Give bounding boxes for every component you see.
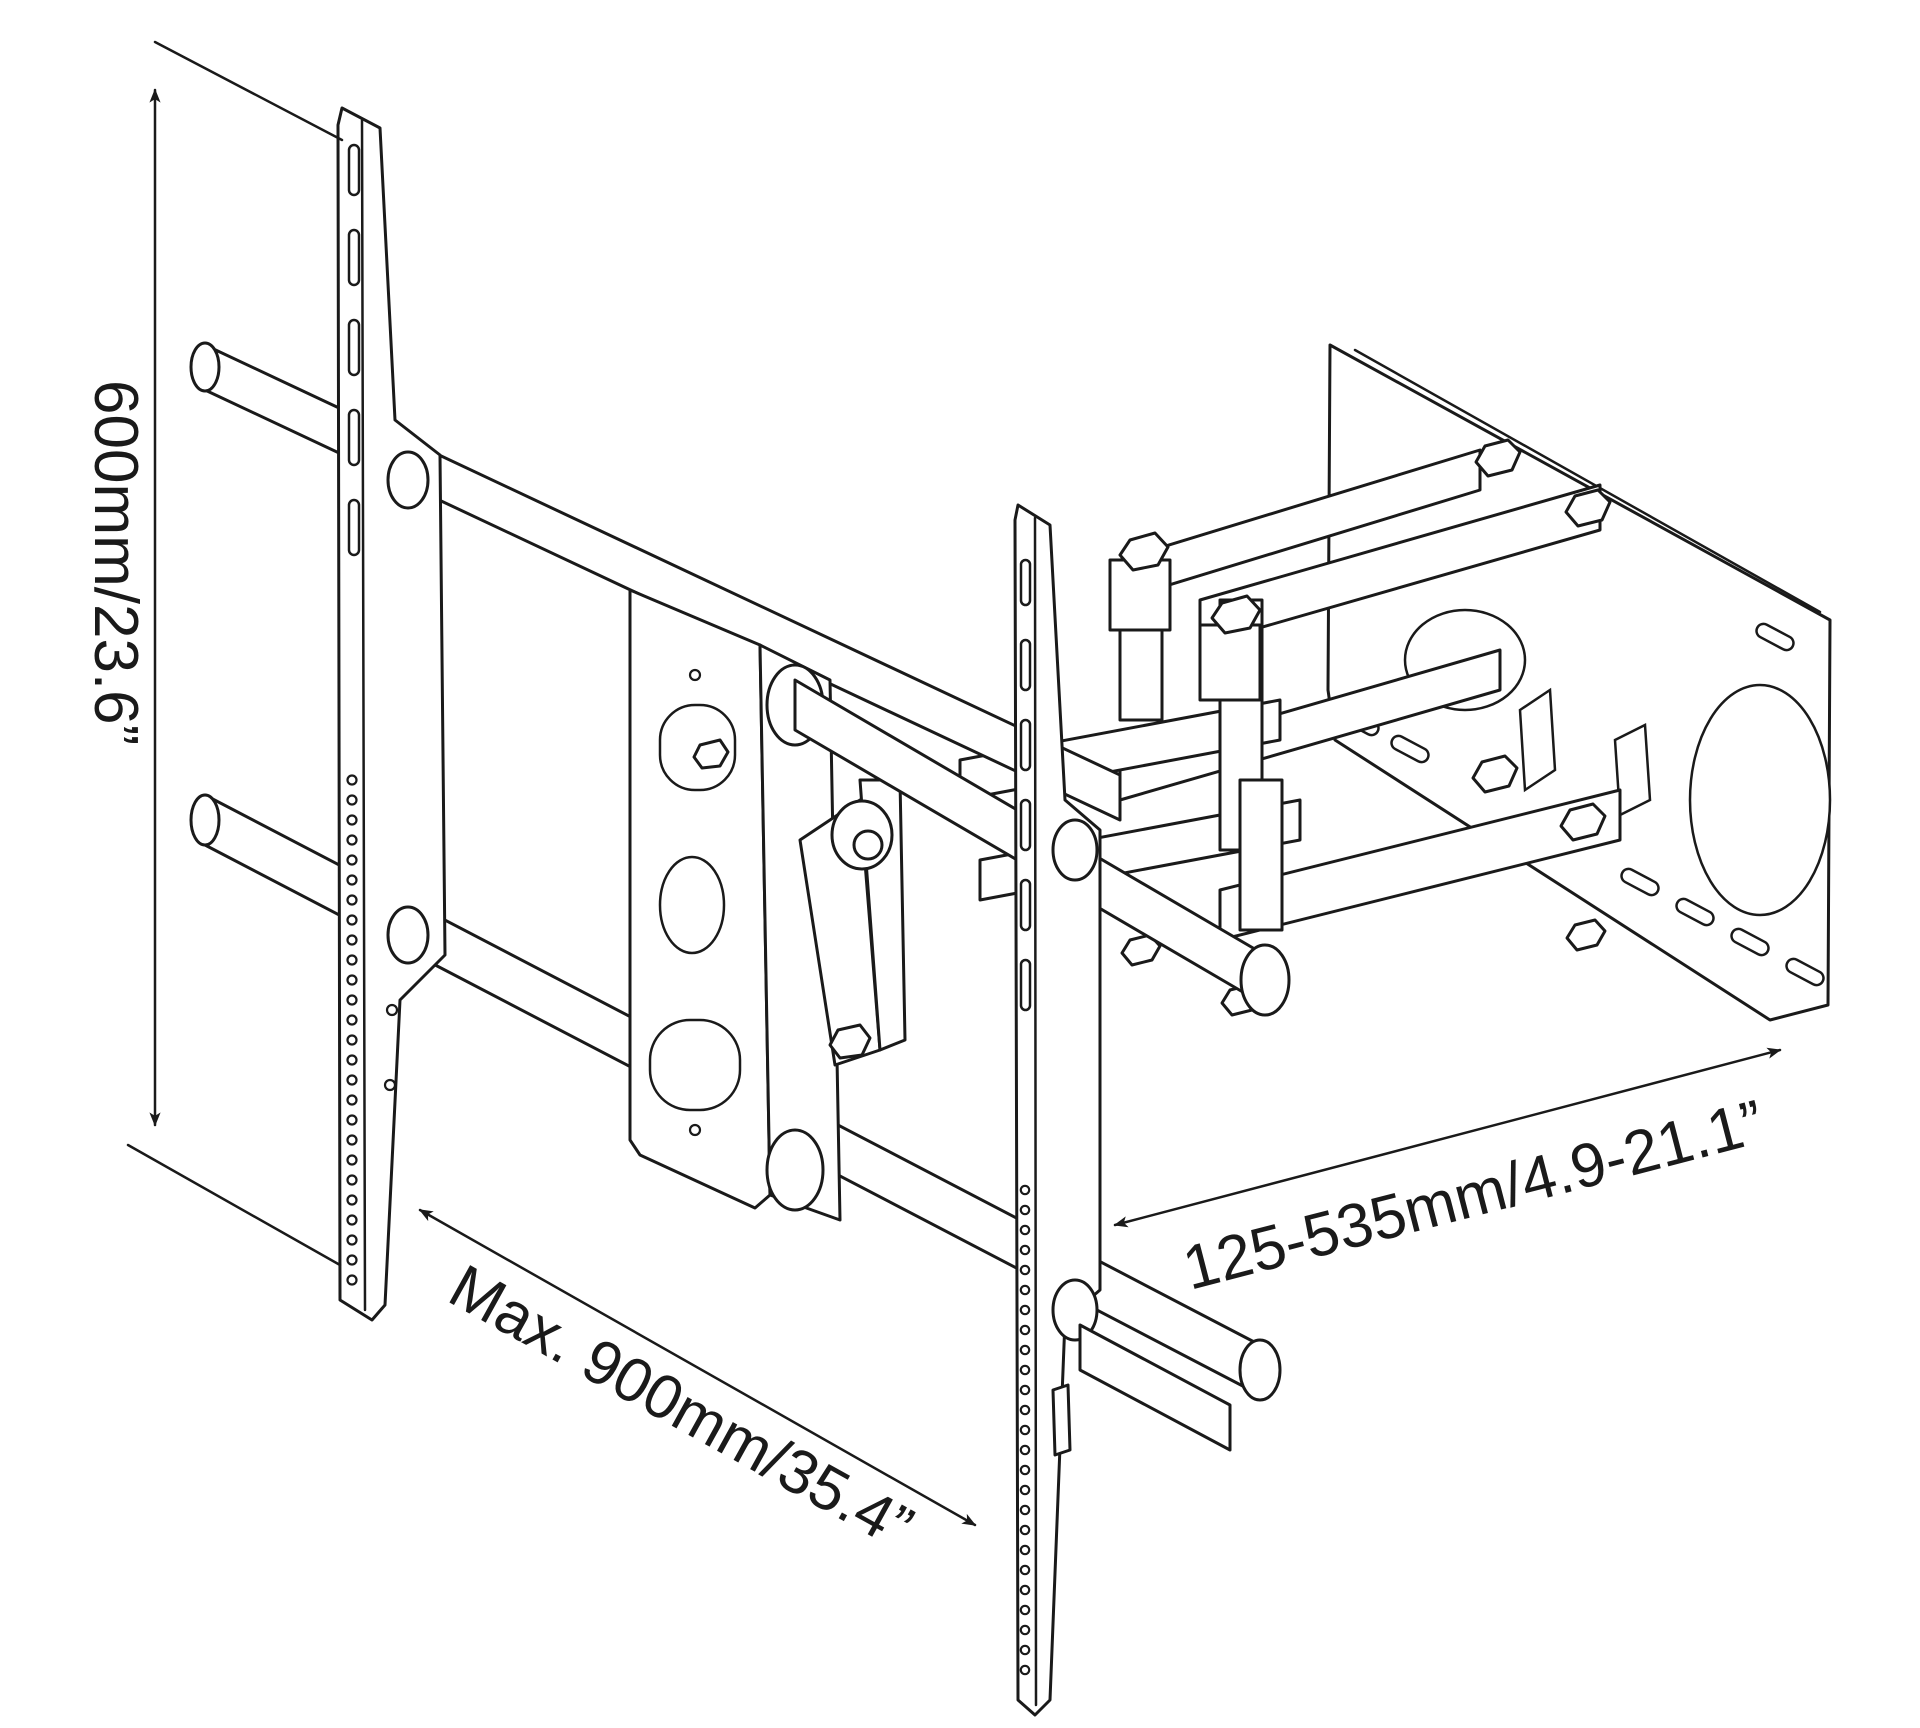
right-tv-rail [1013, 503, 1102, 1717]
carriage-lower-slot [648, 1018, 742, 1112]
upper-front-crossbar-end-cap [1239, 943, 1291, 1017]
wall-plate [1326, 343, 1832, 1022]
width-label: Max. 900mm/35.4” [438, 1252, 924, 1563]
right-rail-slots [1019, 558, 1032, 1012]
left-rail-slots [347, 143, 361, 557]
dimension-lines [126, 40, 1782, 1527]
lower-crossbar-front-cap [1238, 1338, 1282, 1402]
right-rail-holes [1019, 1184, 1031, 1676]
extension-arms [958, 438, 1622, 1017]
arm-block-2 [1198, 623, 1262, 702]
carriage-bolt [692, 738, 730, 770]
hex-bolts [1118, 438, 1612, 1017]
left-rail-holes [346, 774, 358, 1286]
extension-label: 125-535mm/4.9-21.1” [1176, 1087, 1771, 1303]
arm-block-1 [1108, 558, 1172, 632]
lower-crossbar-end-cap [189, 793, 221, 847]
center-carriage [628, 588, 907, 1222]
carriage-center-hole [658, 855, 726, 955]
wall-plate-center-hole [1688, 683, 1832, 917]
lower-front-crossbar-end [1078, 1323, 1232, 1452]
width-dimension-arrow [418, 1208, 977, 1527]
height-label: 600mm/23.6” [81, 380, 150, 745]
wall-plate-slots [1340, 622, 1825, 987]
right-rail-lock [1051, 1383, 1072, 1457]
left-tv-rail [336, 106, 447, 1322]
extension-dimension-arrow [1113, 1047, 1782, 1228]
upper-crossbar-end-cap [189, 341, 221, 393]
